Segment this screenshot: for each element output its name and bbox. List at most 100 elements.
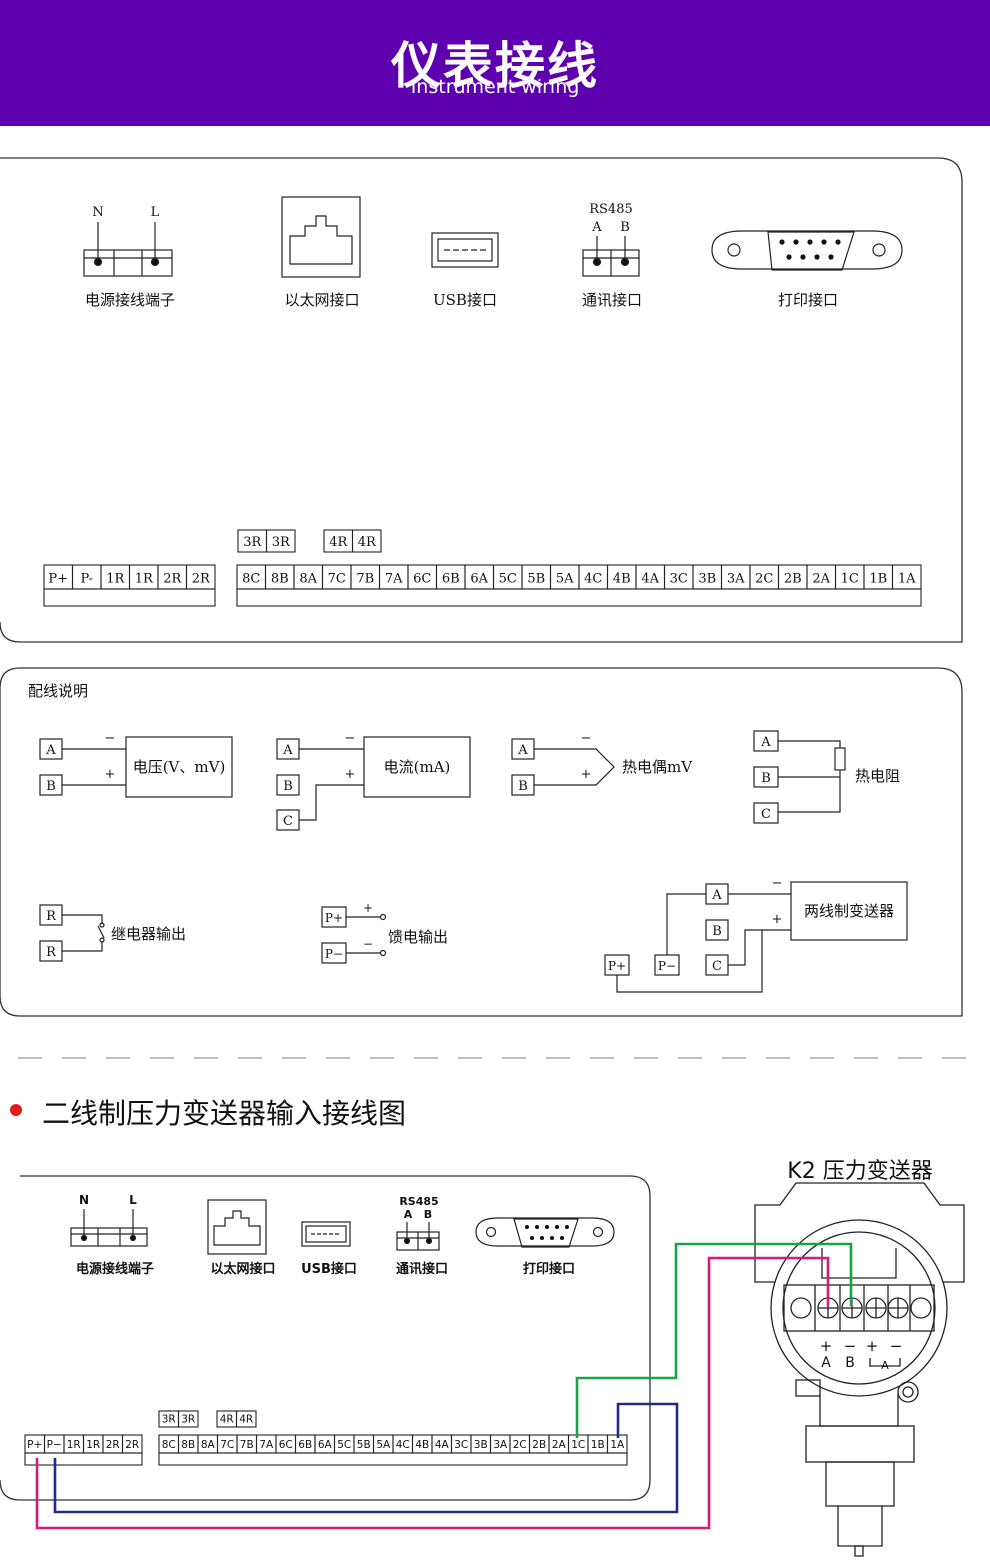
svg-text:B: B [712,924,722,939]
svg-text:+: + [581,767,592,782]
print-label: 打印接口 [778,291,838,309]
svg-text:打印接口: 打印接口 [523,1261,575,1277]
mini-right-terminal-18: 2C [513,1439,527,1451]
section-heading: 二线制压力变送器输入接线图 [42,1097,407,1130]
voltage-input-diagram: A B − + 电压(V、mV) [39,731,233,798]
mini-right-terminal-16: 3B [474,1439,488,1451]
mini-right-terminal-4: 7B [240,1439,254,1451]
mini-print-icon: 打印接口 [475,1217,615,1277]
svg-text:B: B [761,771,771,786]
svg-text:A: A [45,743,56,758]
transmitter-title: K2 压力变送器 [787,1159,932,1184]
left-terminal-5: 2R [192,571,211,586]
mini-label-4r-1: 4R [239,1414,253,1426]
svg-text:P−: P− [658,959,676,973]
pressure-transmitter-drawing: + − + − A B A K2 压力变送器 [754,1159,965,1557]
right-terminal-15: 3C [670,571,688,586]
svg-text:B: B [424,1208,432,1221]
right-terminal-6: 6C [413,571,431,586]
svg-text:−: − [105,731,116,746]
right-terminal-22: 1B [869,571,887,586]
svg-text:N: N [79,1193,89,1207]
right-terminal-18: 2C [755,571,773,586]
svg-text:A: A [821,1355,831,1371]
mini-right-terminal-17: 3A [493,1439,508,1451]
ethernet-label: 以太网接口 [284,291,359,309]
comm-a-label: A [591,220,602,235]
mini-left-terminal-2: 1R [67,1439,81,1451]
svg-text:−: − [345,731,356,746]
relay-label: 继电器输出 [111,925,186,943]
svg-text:B: B [845,1355,855,1371]
svg-text:C: C [761,807,771,822]
right-terminal-1: 8B [271,571,289,586]
comm-label: 通讯接口 [582,291,642,309]
svg-text:P+: P+ [608,959,626,973]
right-terminal-3: 7C [328,571,346,586]
comm-b-label: B [620,220,630,235]
mini-right-terminal-2: 8A [201,1439,216,1451]
mini-right-terminal-20: 2A [552,1439,567,1451]
label-3r-1: 3R [272,535,291,550]
wire-blue [53,1402,679,1514]
mini-usb-icon: USB接口 [301,1221,357,1277]
right-terminal-11: 5A [556,571,574,586]
svg-text:R: R [46,909,57,924]
svg-text:−: − [581,731,592,746]
feed-label: 馈电输出 [388,928,448,946]
print-port-icon: 打印接口 [711,230,903,309]
right-terminal-4: 7B [356,571,374,586]
svg-text:A: A [760,735,771,750]
right-terminal-13: 4B [613,571,631,586]
mini-left-terminal-5: 2R [125,1439,139,1451]
svg-text:A: A [517,743,528,758]
mini-power-terminal: N L 电源接线端子 [70,1193,154,1277]
right-terminal-9: 5C [499,571,517,586]
svg-text:+: + [345,767,356,782]
mini-right-terminal-11: 5A [376,1439,391,1451]
feed-output-diagram: P+ P− + − 馈电输出 [321,901,448,964]
left-terminal-3: 1R [135,571,154,586]
svg-text:A: A [881,1359,889,1372]
mini-left-terminal-1: P− [47,1439,62,1451]
right-terminal-10: 5B [527,571,545,586]
svg-text:RS485: RS485 [399,1195,438,1208]
mini-right-terminal-9: 5C [337,1439,351,1451]
svg-text:通讯接口: 通讯接口 [396,1261,448,1277]
right-terminal-2: 8A [299,571,317,586]
svg-text:+: + [820,1337,833,1355]
mini-right-terminal-22: 1B [591,1439,605,1451]
relay-output-diagram: R R 继电器输出 [39,904,186,962]
svg-text:B: B [46,779,56,794]
thermocouple-label: 热电偶mV [622,758,693,776]
svg-text:+: + [105,767,116,782]
mini-left-terminal-0: P+ [27,1439,42,1451]
svg-text:A: A [711,888,722,903]
mini-right-terminal-13: 4B [415,1439,429,1451]
mini-comm-terminal: RS485 A B 通讯接口 [396,1195,448,1277]
svg-text:−: − [890,1337,903,1355]
label-4r-1: 4R [358,535,377,550]
mini-right-terminal-21: 1C [571,1439,585,1451]
voltage-label: 电压(V、mV) [133,758,226,776]
heading-bullet [10,1104,22,1116]
rtd-label: 热电阻 [855,767,900,785]
mini-right-terminal-1: 8B [181,1439,195,1451]
panel-wiring-notes-frame [0,667,963,1017]
svg-text:C: C [712,959,722,974]
current-label: 电流(mA) [384,758,451,776]
mini-right-terminal-19: 2B [532,1439,546,1451]
svg-text:+: + [363,901,373,915]
power-terminal: N L 电源接线端子 [83,205,175,309]
rs485-label: RS485 [589,202,633,217]
right-terminal-0: 8C [242,571,260,586]
wiring-notes-title: 配线说明 [28,682,88,700]
svg-text:USB接口: USB接口 [301,1261,357,1277]
mini-panel-frame [0,1175,651,1501]
power-terminal-label: 电源接线端子 [85,291,175,309]
